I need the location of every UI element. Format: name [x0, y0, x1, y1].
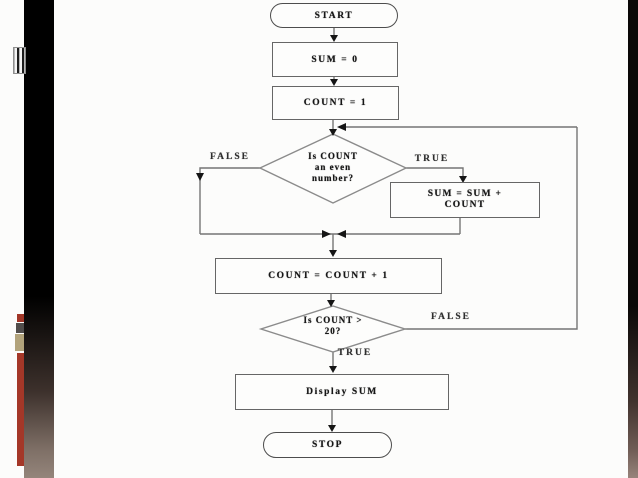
red-square-decoration — [17, 314, 24, 322]
start-label: START — [314, 10, 354, 21]
red-bar-decoration — [17, 353, 24, 466]
count-increment-label: COUNT = COUNT + 1 — [268, 271, 389, 281]
left-accent-bar — [24, 0, 54, 478]
arrowhead-into-sum — [330, 35, 338, 42]
limit-false-label: FALSE — [431, 312, 471, 322]
even-check-diamond — [258, 133, 408, 204]
even-check-text: Is COUNT an even number? — [283, 151, 383, 184]
arrowhead-into-evencheck — [329, 129, 337, 136]
sum-add-line1: SUM = SUM + — [427, 189, 503, 199]
sum-init-label: SUM = 0 — [311, 54, 359, 65]
connector-even-false-branch — [199, 167, 261, 234]
sum-add-process: SUM = SUM + COUNT — [390, 182, 540, 218]
arrowhead-merge-right — [337, 230, 346, 238]
connector-limit-false-loop — [405, 127, 578, 330]
start-terminator: START — [270, 3, 398, 28]
filmstrip-icon — [13, 47, 26, 74]
count-init-process: COUNT = 1 — [272, 86, 399, 120]
even-check-line2: an even — [314, 162, 352, 172]
display-sum-process: Display SUM — [235, 374, 449, 410]
arrowhead-into-inc — [329, 250, 337, 257]
connector-even-true-branch — [405, 167, 464, 177]
count-init-label: COUNT = 1 — [303, 98, 368, 108]
arrowhead-into-stop — [328, 425, 336, 432]
arrowhead-merge-left — [322, 230, 331, 238]
sum-add-line2: COUNT — [444, 200, 486, 210]
arrowhead-false-corner — [196, 173, 204, 181]
right-accent-bar — [628, 0, 638, 478]
stop-label: STOP — [311, 440, 344, 450]
stop-terminator: STOP — [263, 432, 392, 458]
limit-true-label: TRUE — [337, 348, 373, 358]
arrowhead-into-limitcheck — [327, 300, 335, 307]
limit-check-line2: 20? — [324, 326, 342, 336]
tan-square-decoration — [15, 334, 24, 351]
even-check-line1: Is COUNT — [308, 151, 358, 161]
limit-check-diamond — [258, 305, 408, 353]
limit-check-text: Is COUNT > 20? — [283, 315, 383, 337]
sum-init-process: SUM = 0 — [272, 42, 398, 77]
arrowhead-into-display — [329, 366, 337, 373]
limit-check-line1: Is COUNT > — [303, 315, 363, 325]
gray-square-decoration — [16, 323, 24, 333]
display-sum-label: Display SUM — [306, 387, 378, 397]
even-false-label: FALSE — [210, 152, 250, 162]
count-increment-process: COUNT = COUNT + 1 — [215, 258, 442, 294]
even-check-line3: number? — [311, 173, 354, 183]
even-true-label: TRUE — [414, 154, 450, 164]
arrowhead-into-count — [330, 79, 338, 86]
arrowhead-loop-join — [337, 123, 346, 131]
arrowhead-into-add — [459, 176, 467, 183]
